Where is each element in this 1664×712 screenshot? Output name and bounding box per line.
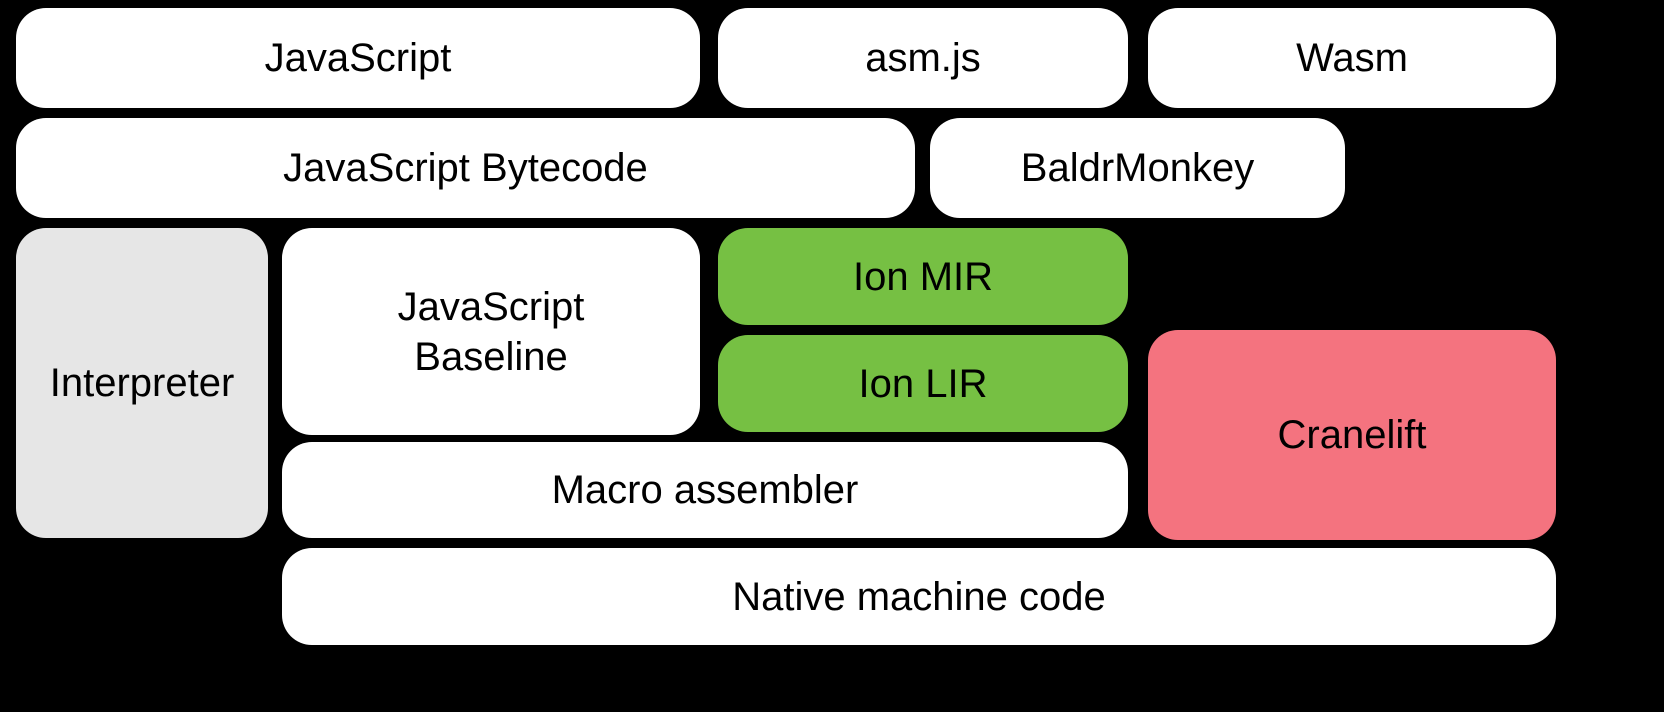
node-ion-mir-label: Ion MIR bbox=[852, 254, 994, 299]
node-wasm: Wasm bbox=[1148, 8, 1556, 108]
node-asmjs-label: asm.js bbox=[865, 36, 981, 80]
node-javascript-label: JavaScript bbox=[264, 36, 452, 80]
node-javascript-bytecode-label: JavaScript Bytecode bbox=[283, 146, 648, 190]
node-cranelift-label: Cranelift bbox=[1277, 413, 1427, 457]
node-baldrmonkey: BaldrMonkey bbox=[930, 118, 1345, 218]
node-native-machine-code-label: Native machine code bbox=[732, 574, 1106, 619]
node-ion-mir: Ion MIR bbox=[718, 228, 1128, 325]
node-wasm-label: Wasm bbox=[1296, 36, 1408, 80]
node-macro-assembler-label: Macro assembler bbox=[551, 468, 859, 512]
node-interpreter: Interpreter bbox=[16, 228, 268, 538]
node-native-machine-code: Native machine code bbox=[282, 548, 1556, 645]
node-macro-assembler: Macro assembler bbox=[282, 442, 1128, 538]
node-javascript-baseline: JavaScript Baseline bbox=[282, 228, 700, 435]
node-ion-lir: Ion LIR bbox=[718, 335, 1128, 432]
node-interpreter-label: Interpreter bbox=[49, 361, 235, 405]
node-javascript: JavaScript bbox=[16, 8, 700, 108]
node-asmjs: asm.js bbox=[718, 8, 1128, 108]
node-javascript-bytecode: JavaScript Bytecode bbox=[16, 118, 915, 218]
node-ion-lir-label: Ion LIR bbox=[858, 361, 988, 406]
node-javascript-baseline-label: JavaScript Baseline bbox=[397, 284, 585, 379]
node-cranelift: Cranelift bbox=[1148, 330, 1556, 540]
node-baldrmonkey-label: BaldrMonkey bbox=[1020, 146, 1255, 190]
